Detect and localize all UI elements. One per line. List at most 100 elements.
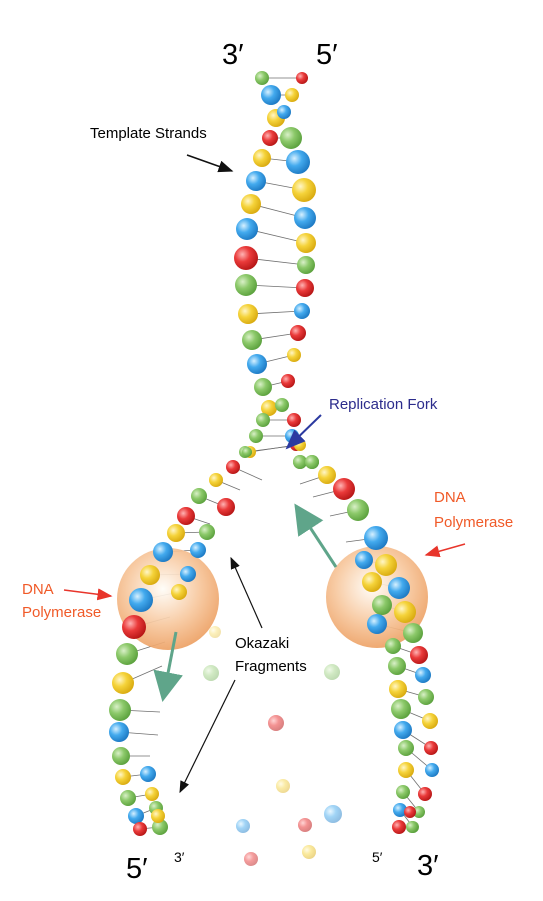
label-dna-polymerase-left-1: DNA	[22, 581, 54, 598]
nucleotide-bead	[398, 762, 414, 778]
nucleotide-bead	[209, 626, 221, 638]
nucleotide-beads	[109, 71, 439, 836]
nucleotide-bead	[375, 554, 397, 576]
nucleotide-bead	[120, 790, 136, 806]
nucleotide-bead	[285, 88, 299, 102]
nucleotide-bead	[403, 623, 423, 643]
nucleotide-bead	[129, 588, 153, 612]
nucleotide-bead	[294, 207, 316, 229]
nucleotide-bead	[296, 279, 314, 297]
nucleotide-bead	[262, 130, 278, 146]
nucleotide-bead	[122, 615, 146, 639]
lagging-synthesis-arrow-icon	[153, 631, 183, 702]
nucleotide-bead	[241, 194, 261, 214]
label-top-5prime: 5′	[316, 39, 338, 71]
label-template-strands: Template Strands	[90, 125, 207, 142]
nucleotide-bead	[298, 818, 312, 832]
label-okazaki-2: Fragments	[235, 658, 307, 675]
nucleotide-bead	[256, 413, 270, 427]
nucleotide-bead	[290, 325, 306, 341]
nucleotide-bead	[398, 740, 414, 756]
nucleotide-bead	[324, 664, 340, 680]
nucleotide-bead	[152, 819, 168, 835]
arrows-layer	[63, 154, 466, 794]
nucleotide-bead	[254, 378, 272, 396]
label-bottom-left-3prime: 3′	[174, 849, 185, 865]
nucleotide-bead	[217, 498, 235, 516]
nucleotide-bead	[140, 565, 160, 585]
label-dna-polymerase-left-2: Polymerase	[22, 604, 101, 621]
nucleotide-bead	[238, 304, 258, 324]
nucleotide-bead	[394, 721, 412, 739]
nucleotide-bead	[394, 601, 416, 623]
nucleotide-bead	[116, 643, 138, 665]
nucleotide-bead	[372, 595, 392, 615]
nucleotide-bead	[115, 769, 131, 785]
label-top-3prime: 3′	[222, 39, 244, 71]
label-bottom-left-5prime: 5′	[126, 853, 148, 885]
nucleotide-bead	[293, 455, 307, 469]
nucleotide-bead	[367, 614, 387, 634]
okazaki-arrow-down-icon	[179, 679, 236, 794]
nucleotide-bead	[235, 274, 257, 296]
nucleotide-bead	[112, 747, 130, 765]
nucleotide-bead	[413, 806, 425, 818]
nucleotide-bead	[209, 473, 223, 487]
nucleotide-bead	[249, 429, 263, 443]
nucleotide-bead	[389, 680, 407, 698]
nucleotide-bead	[292, 178, 316, 202]
polymerase-right-arrow-icon	[424, 543, 466, 558]
nucleotide-bead	[296, 72, 308, 84]
nucleotide-bead	[318, 466, 336, 484]
nucleotide-bead	[396, 785, 410, 799]
nucleotide-bead	[236, 819, 250, 833]
nucleotide-bead	[296, 233, 316, 253]
nucleotide-bead	[255, 71, 269, 85]
nucleotide-bead	[171, 584, 187, 600]
nucleotide-bead	[422, 713, 438, 729]
nucleotide-bead	[280, 127, 302, 149]
nucleotide-bead	[242, 447, 252, 457]
label-dna-polymerase-right-1: DNA	[434, 489, 466, 506]
nucleotide-bead	[276, 779, 290, 793]
nucleotide-bead	[275, 398, 289, 412]
nucleotide-bead	[167, 524, 185, 542]
nucleotide-bead	[268, 715, 284, 731]
free-nucleotides	[203, 626, 342, 866]
nucleotide-bead	[133, 822, 147, 836]
leading-synthesis-arrow-icon	[294, 503, 338, 568]
nucleotide-bead	[302, 845, 316, 859]
nucleotide-bead	[236, 218, 258, 240]
nucleotide-bead	[281, 374, 295, 388]
nucleotide-bead	[391, 699, 411, 719]
nucleotide-bead	[242, 330, 262, 350]
nucleotide-bead	[199, 524, 215, 540]
nucleotide-bead	[277, 105, 291, 119]
nucleotide-bead	[177, 507, 195, 525]
polymerase-left-arrow-icon	[63, 588, 113, 601]
nucleotide-bead	[418, 689, 434, 705]
template-strands-arrow-icon	[186, 154, 234, 173]
nucleotide-bead	[388, 577, 410, 599]
nucleotide-bead	[246, 171, 266, 191]
nucleotide-bead	[247, 354, 267, 374]
nucleotide-bead	[297, 256, 315, 274]
nucleotide-bead	[287, 348, 301, 362]
label-dna-polymerase-right-2: Polymerase	[434, 514, 513, 531]
nucleotide-bead	[333, 478, 355, 500]
nucleotide-bead	[140, 766, 156, 782]
nucleotide-bead	[226, 460, 240, 474]
nucleotide-bead	[191, 488, 207, 504]
nucleotide-bead	[392, 820, 406, 834]
nucleotide-bead	[362, 572, 382, 592]
nucleotide-bead	[244, 852, 258, 866]
nucleotide-bead	[393, 803, 407, 817]
nucleotide-bead	[305, 455, 319, 469]
nucleotide-bead	[385, 638, 401, 654]
label-okazaki-1: Okazaki	[235, 635, 289, 652]
nucleotide-bead	[424, 741, 438, 755]
nucleotide-bead	[203, 665, 219, 681]
nucleotide-bead	[180, 566, 196, 582]
nucleotide-bead	[190, 542, 206, 558]
